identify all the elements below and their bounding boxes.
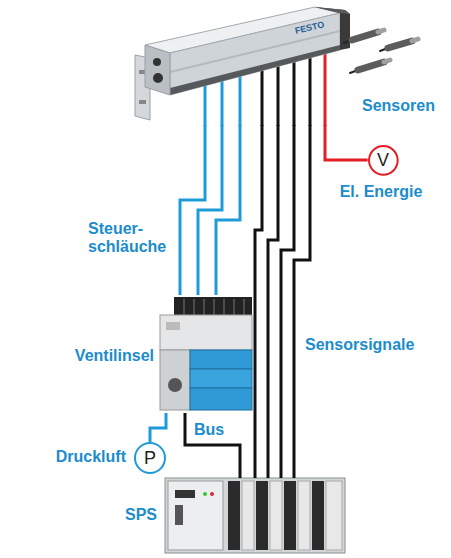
hose-label: Steuer- schläuche <box>88 220 172 257</box>
signal-label: Sensorsignale <box>305 336 414 354</box>
connector-line <box>198 125 222 295</box>
symbol-letter: P <box>144 448 156 469</box>
sensor-drawing <box>344 30 418 73</box>
actuator: FESTO <box>135 5 350 125</box>
plc-drawing <box>165 478 345 553</box>
connector-line <box>268 125 278 478</box>
connector-line <box>185 413 240 478</box>
connector-line <box>281 125 294 478</box>
plc: SPS <box>165 478 345 553</box>
connector-line <box>150 413 166 442</box>
valve-island-drawing <box>160 297 252 410</box>
valve-island: Ventilinsel <box>160 295 255 413</box>
symbol-letter: V <box>377 150 389 171</box>
circle-outline-shape <box>135 443 165 473</box>
part-label: Druckluft <box>56 448 126 466</box>
edge-label: Bus <box>192 421 226 439</box>
voltage-circle: VEl. Energie <box>368 145 399 176</box>
pressure-circle: PDruckluft <box>134 442 166 474</box>
connector-line <box>216 125 240 295</box>
connector-line <box>294 125 310 478</box>
connector-line <box>255 125 262 478</box>
part-label: Ventilinsel <box>75 347 154 365</box>
connector-line <box>325 125 368 160</box>
brand-logo: FESTO <box>294 19 325 36</box>
circle-outline-shape <box>369 146 398 175</box>
part-label: SPS <box>125 506 157 524</box>
part-label: El. Energie <box>340 183 423 201</box>
actuator-drawing <box>135 7 350 120</box>
sensor-label: Sensoren <box>362 97 435 115</box>
